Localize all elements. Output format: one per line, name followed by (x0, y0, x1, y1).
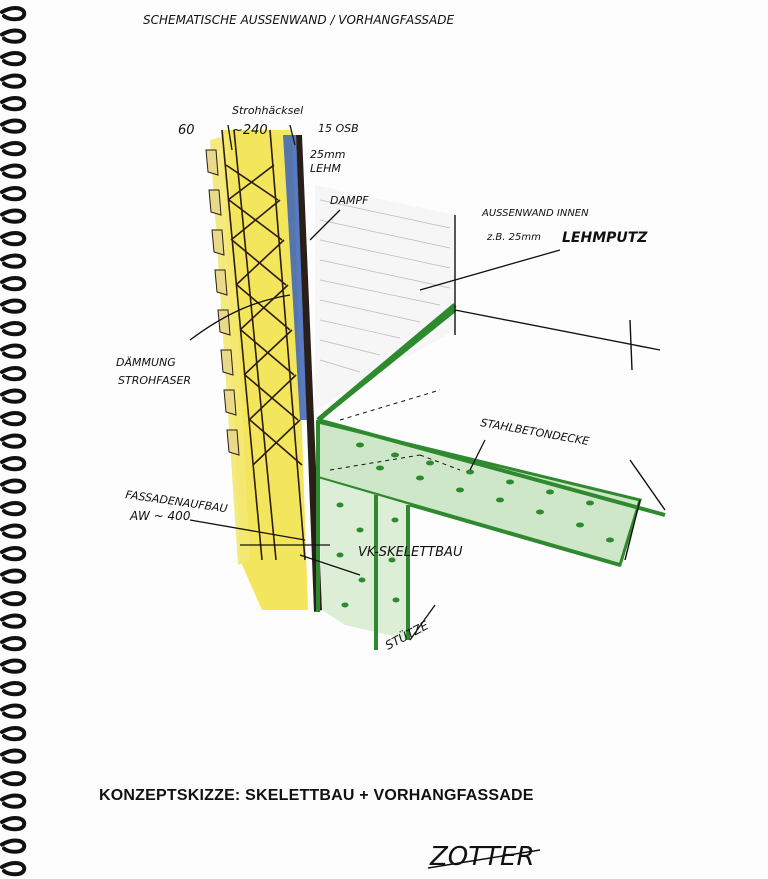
spiral-ring (0, 411, 27, 427)
spiral-ring (0, 433, 27, 449)
label-fassade-dim: AW ~ 400 (129, 509, 191, 523)
spiral-ring (0, 726, 27, 742)
spiral-ring (0, 141, 27, 157)
spiral-ring (0, 456, 27, 472)
label-dampf: DAMPF (330, 194, 369, 207)
perspective-lines (454, 215, 666, 561)
label-osb: 15 OSB (318, 122, 359, 135)
label-zb-25mm: z.B. 25mm (486, 232, 541, 243)
signature-underline (427, 849, 541, 869)
spiral-ring (0, 388, 27, 404)
dimension-240: ~240 (232, 123, 268, 138)
column-dots (336, 502, 400, 608)
steel-column (316, 420, 410, 650)
spiral-ring (0, 51, 27, 67)
label-lehm-25: 25mm (310, 148, 345, 161)
spiral-ring (0, 73, 27, 89)
spiral-ring (0, 186, 27, 202)
spiral-ring (0, 546, 27, 562)
spiral-ring (0, 748, 27, 764)
spiral-ring (0, 298, 27, 314)
label-daemmung: DÄMMUNG (116, 356, 176, 369)
concept-caption: KONZEPTSKIZZE: SKELETTBAU + VORHANGFASSA… (99, 787, 534, 804)
label-strohhaeksel: Strohhäcksel (232, 104, 303, 117)
clay-inner-layer (296, 135, 322, 612)
spiral-ring (0, 793, 27, 809)
spiral-binding (0, 6, 27, 877)
spiral-ring (0, 838, 27, 854)
timber-frame-truss (221, 129, 306, 561)
hidden-lines (329, 389, 461, 471)
spiral-ring (0, 523, 27, 539)
spiral-ring (0, 118, 27, 134)
spiral-ring (0, 703, 27, 719)
spiral-ring (0, 636, 27, 652)
osb-vapor-layer (283, 135, 308, 420)
label-lehmputz: LEHMPUTZ (562, 230, 648, 246)
spiral-ring (0, 163, 27, 179)
dimension-60: 60 (178, 123, 195, 138)
interior-wall-hatching (315, 185, 455, 410)
spiral-ring (0, 276, 27, 292)
leader-lines (189, 124, 561, 641)
skeleton-wall-lower (318, 478, 410, 640)
spiral-ring (0, 568, 27, 584)
spiral-ring (0, 861, 27, 877)
spiral-ring (0, 231, 27, 247)
sketch-title: SCHEMATISCHE AUSSENWAND / VORHANGFASSADE (143, 13, 454, 27)
spiral-ring (0, 343, 27, 359)
spiral-ring (0, 6, 27, 22)
label-aussenwand-innen: AUSSENWAND INNEN (481, 208, 589, 219)
label-vk-skelettbau: VK-SKELETTBAU (358, 545, 463, 560)
spiral-ring (0, 816, 27, 832)
spiral-ring (0, 591, 27, 607)
floor-edge (316, 303, 457, 422)
spiral-ring (0, 321, 27, 337)
spiral-ring (0, 253, 27, 269)
spiral-ring (0, 658, 27, 674)
concrete-dots (356, 442, 614, 543)
spiral-ring (0, 501, 27, 517)
spiral-ring (0, 28, 27, 44)
spiral-ring (0, 613, 27, 629)
spiral-ring (0, 771, 27, 787)
label-strohfaser: STROHFASER (118, 374, 191, 387)
spiral-ring (0, 208, 27, 224)
spiral-ring (0, 681, 27, 697)
spiral-ring (0, 478, 27, 494)
signature: ZOTTER (429, 842, 535, 872)
label-lehm: LEHM (310, 162, 341, 175)
label-stahlbetondecke: STAHLBETONDECKE (479, 416, 590, 448)
spiral-ring (0, 96, 27, 112)
spiral-ring (0, 366, 27, 382)
